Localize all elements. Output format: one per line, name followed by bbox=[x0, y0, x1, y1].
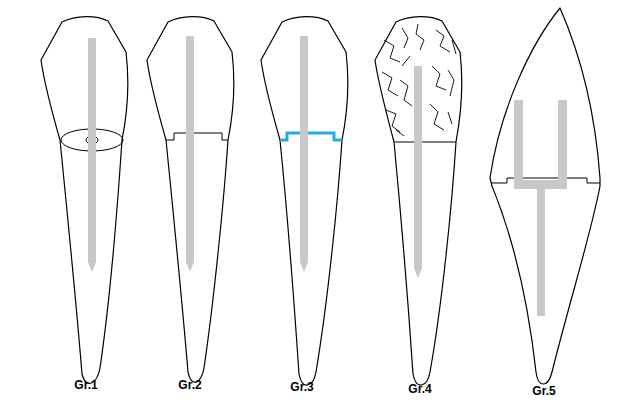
tooth-outline bbox=[261, 17, 348, 385]
post-core bbox=[514, 100, 567, 316]
post bbox=[88, 38, 96, 272]
post bbox=[300, 36, 308, 272]
group-label: Gr.4 bbox=[408, 382, 431, 396]
post bbox=[414, 66, 422, 278]
group-label: Gr.1 bbox=[74, 378, 97, 392]
preparation-step bbox=[166, 133, 228, 140]
preparation-step bbox=[394, 142, 456, 143]
post bbox=[186, 36, 194, 272]
tooth-outline bbox=[375, 17, 462, 385]
tooth-outline bbox=[490, 8, 600, 384]
group-label: Gr.2 bbox=[178, 378, 201, 392]
tooth-outline bbox=[147, 17, 234, 383]
tooth-outline bbox=[41, 17, 128, 384]
ferrule-core bbox=[280, 133, 342, 140]
group-label: Gr.5 bbox=[532, 384, 555, 398]
group-label: Gr.3 bbox=[290, 380, 313, 394]
